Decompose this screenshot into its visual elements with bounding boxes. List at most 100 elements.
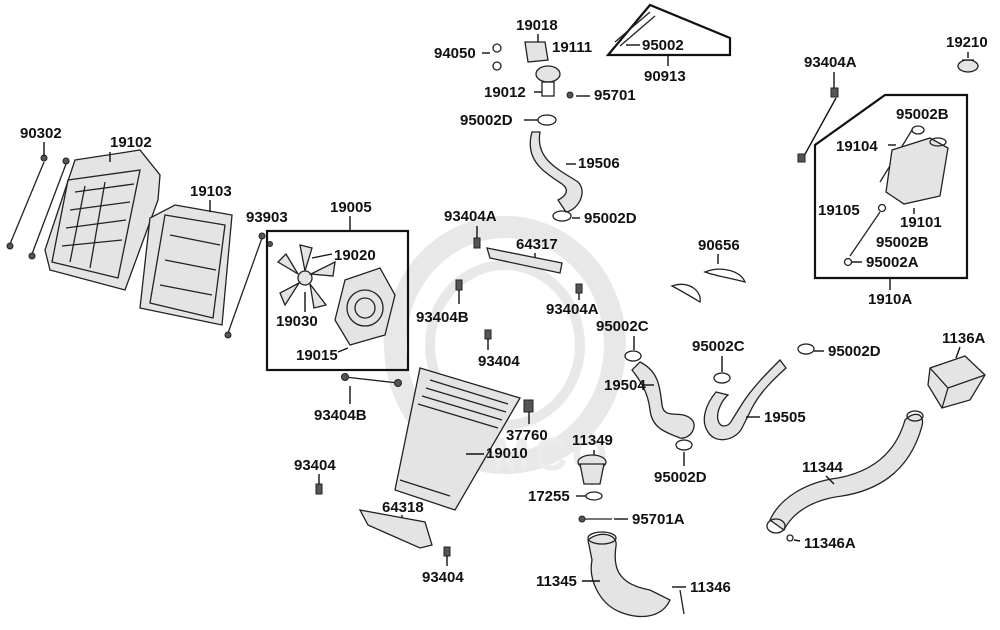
label-90913: 90913 bbox=[644, 68, 686, 85]
label-37760: 37760 bbox=[506, 427, 548, 444]
label-19010: 19010 bbox=[486, 445, 528, 462]
screw-93903 bbox=[224, 232, 273, 339]
label-95002-kit: 95002 bbox=[642, 37, 684, 54]
label-95002D-19504: 95002D bbox=[654, 469, 707, 486]
clamp-95002C-left bbox=[624, 350, 642, 362]
hose-19105 bbox=[849, 211, 881, 257]
clamp-11346A bbox=[786, 534, 794, 542]
clamp-95002D-lower bbox=[552, 210, 572, 222]
label-90302: 90302 bbox=[20, 125, 62, 142]
label-1910A: 1910A bbox=[868, 291, 912, 308]
label-19020: 19020 bbox=[334, 247, 376, 264]
bolt-93404A-mid bbox=[575, 283, 583, 294]
label-93404B-mid: 93404B bbox=[416, 309, 469, 326]
clamp-95002B-lower bbox=[877, 203, 887, 213]
clamp-95002D-19504 bbox=[675, 439, 693, 451]
fan-blade-19030 bbox=[276, 244, 336, 309]
label-19103: 19103 bbox=[190, 183, 232, 200]
washer-94050 bbox=[492, 43, 502, 71]
label-95002B-top: 95002B bbox=[896, 106, 949, 123]
label-64317: 64317 bbox=[516, 236, 558, 253]
label-19005: 19005 bbox=[330, 199, 372, 216]
radiator-19010 bbox=[394, 367, 521, 511]
hose-19505 bbox=[703, 359, 787, 441]
bolt-93404B-mid bbox=[455, 279, 463, 291]
label-19030: 19030 bbox=[276, 313, 318, 330]
label-93404A-mid: 93404A bbox=[546, 301, 599, 318]
label-19505: 19505 bbox=[764, 409, 806, 426]
label-19015: 19015 bbox=[296, 347, 338, 364]
clamp-95002D-19505 bbox=[797, 343, 815, 355]
label-95002C-left: 95002C bbox=[596, 318, 649, 335]
bolt-93404-mid bbox=[484, 329, 492, 340]
clamp-95002C-right bbox=[713, 372, 731, 384]
bracket-19018 bbox=[524, 41, 549, 63]
airbox-1136A bbox=[927, 355, 986, 409]
label-11344: 11344 bbox=[802, 459, 844, 476]
hose-19504 bbox=[631, 361, 695, 439]
clamp-95002B-top bbox=[911, 125, 925, 135]
sensor-37760 bbox=[523, 399, 534, 413]
label-95002D-lower: 95002D bbox=[584, 210, 637, 227]
label-19012: 19012 bbox=[484, 84, 526, 101]
label-93404A-top: 93404A bbox=[444, 208, 497, 225]
bolt-93404A-right bbox=[830, 87, 839, 98]
label-64318: 64318 bbox=[382, 499, 424, 516]
cap-11349 bbox=[577, 454, 607, 485]
seal-17255 bbox=[585, 491, 603, 501]
clamp-95002A bbox=[843, 257, 853, 267]
label-95002B-lower: 95002B bbox=[876, 234, 929, 251]
clip-90656 bbox=[670, 268, 747, 304]
screen-19103 bbox=[139, 204, 233, 326]
label-95002A: 95002A bbox=[866, 254, 919, 271]
label-93404-mid: 93404 bbox=[478, 353, 520, 370]
label-11345: 11345 bbox=[536, 573, 577, 590]
label-11346A: 11346A bbox=[804, 535, 856, 552]
clamp-11346 bbox=[679, 589, 685, 615]
label-19101: 19101 bbox=[900, 214, 942, 231]
bolt-95701A bbox=[578, 515, 612, 523]
label-95002D-top: 95002D bbox=[460, 112, 513, 129]
label-19210: 19210 bbox=[946, 34, 988, 51]
bolt-93404-left bbox=[315, 483, 323, 495]
label-11346: 11346 bbox=[690, 579, 731, 596]
cap-19210 bbox=[957, 59, 979, 73]
fan-assembly-box bbox=[265, 229, 410, 372]
bolt-93404A-top bbox=[473, 237, 481, 249]
bolt-93404B-lower bbox=[341, 373, 402, 387]
duct-11344 bbox=[766, 410, 924, 534]
label-19102: 19102 bbox=[110, 134, 152, 151]
label-17255: 17255 bbox=[528, 488, 570, 505]
label-19506: 19506 bbox=[578, 155, 620, 172]
label-95701A: 95701A bbox=[632, 511, 685, 528]
label-19018: 19018 bbox=[516, 17, 558, 34]
label-19111: 19111 bbox=[552, 39, 592, 56]
label-93404B-lower: 93404B bbox=[314, 407, 367, 424]
clamp-95002D-top bbox=[537, 114, 557, 126]
label-19104: 19104 bbox=[836, 138, 878, 155]
label-93404-left: 93404 bbox=[294, 457, 336, 474]
bolt-93404A-right-lower bbox=[797, 153, 806, 163]
label-93404-bottom: 93404 bbox=[422, 569, 464, 586]
label-19105: 19105 bbox=[818, 202, 860, 219]
reservoir-19101 bbox=[885, 137, 949, 205]
bracket-64318 bbox=[358, 509, 433, 549]
label-95701: 95701 bbox=[594, 87, 636, 104]
label-94050: 94050 bbox=[434, 45, 476, 62]
kit-90913 bbox=[605, 3, 732, 57]
label-11349: 11349 bbox=[572, 432, 613, 449]
bracket-64317 bbox=[486, 247, 563, 274]
reservoir-kit-box bbox=[813, 93, 969, 280]
grille-19102 bbox=[44, 149, 161, 291]
bolt-95701 bbox=[566, 91, 574, 99]
label-93404A-right: 93404A bbox=[804, 54, 857, 71]
intake-11345 bbox=[587, 531, 671, 618]
thermostat-19111 bbox=[535, 65, 561, 97]
label-93903: 93903 bbox=[246, 209, 288, 226]
label-1136A: 1136A bbox=[942, 330, 986, 347]
label-95002C-right: 95002C bbox=[692, 338, 745, 355]
label-90656: 90656 bbox=[698, 237, 740, 254]
label-95002D-19505: 95002D bbox=[828, 343, 881, 360]
fan-shroud-19015 bbox=[334, 267, 396, 346]
